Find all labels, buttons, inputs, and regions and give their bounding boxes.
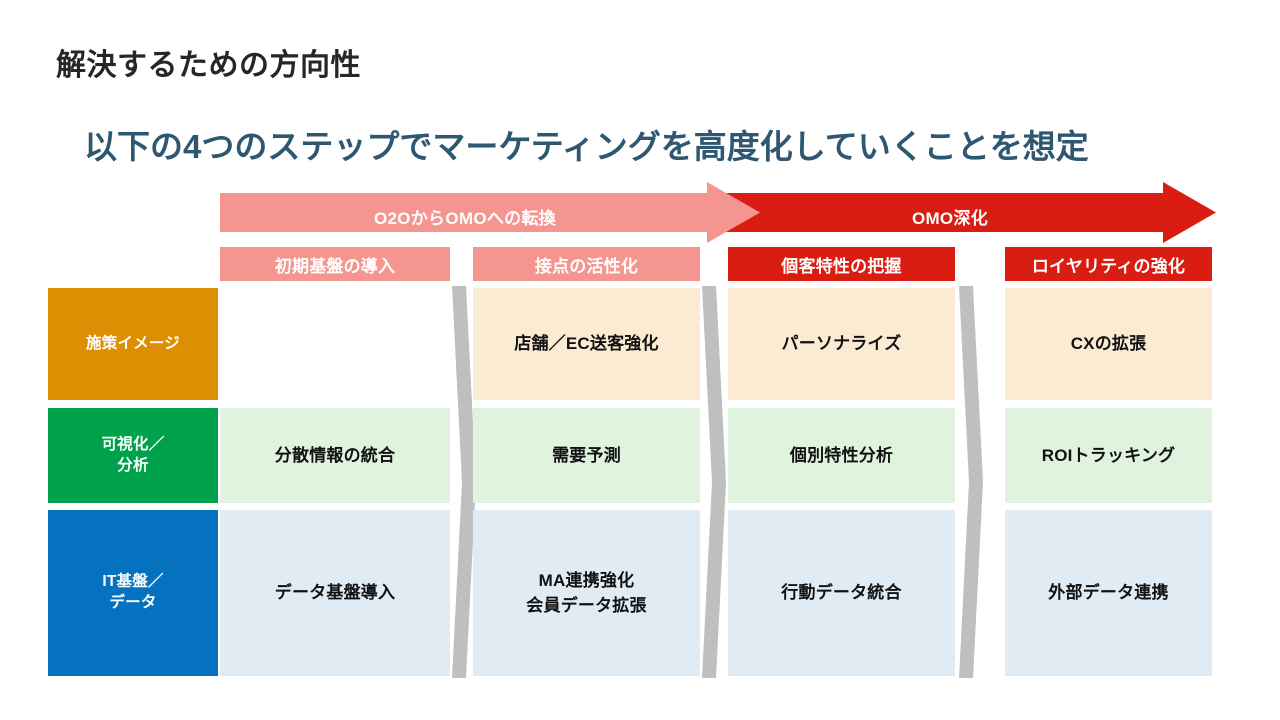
column-separator-chevron-icon-2 — [702, 286, 726, 678]
cell-r1c2[interactable]: 店舗／EC送客強化 — [473, 288, 700, 400]
cell-r3c4[interactable]: 外部データ連携 — [1005, 510, 1212, 676]
cell-r1c1[interactable] — [220, 288, 450, 400]
row-label-visualization-analysis[interactable]: 可視化／ 分析 — [48, 408, 218, 503]
page-title: 解決するための方向性 — [56, 49, 361, 82]
row-label-it-foundation-data-line1: IT基盤／ — [102, 573, 164, 591]
phase-arrow-o2o-to-omo-label: O2OからOMOへの転換 — [373, 209, 557, 228]
cell-r2c2[interactable]: 需要予測 — [473, 408, 700, 503]
cell-r2c4[interactable]: ROIトラッキング — [1005, 408, 1212, 503]
cell-r3c3[interactable]: 行動データ統合 — [728, 510, 955, 676]
column-header-1[interactable]: 初期基盤の導入 — [220, 247, 450, 281]
phase-arrow-omo-deepening-label: OMO深化 — [911, 209, 989, 228]
cell-r3c1[interactable]: データ基盤導入 — [220, 510, 450, 676]
row-label-visualization-analysis-line1: 可視化／ — [101, 435, 165, 453]
column-header-4[interactable]: ロイヤリティの強化 — [1005, 247, 1212, 281]
cell-r3c2-line1: MA連携強化 — [538, 570, 635, 590]
cell-r3c2[interactable]: MA連携強化 会員データ拡張 — [473, 510, 700, 676]
cell-r2c1[interactable]: 分散情報の統合 — [220, 408, 450, 503]
cell-r1c4[interactable]: CXの拡張 — [1005, 288, 1212, 400]
column-header-2[interactable]: 接点の活性化 — [473, 247, 700, 281]
cell-r1c3[interactable]: パーソナライズ — [728, 288, 955, 400]
page-subtitle: 以下の4つのステップでマーケティングを高度化していくことを想定 — [84, 128, 1089, 165]
row-label-measures[interactable]: 施策イメージ — [48, 288, 218, 400]
column-separator-chevron-icon-3 — [959, 286, 983, 678]
cell-r3c2-line2: 会員データ拡張 — [526, 596, 647, 615]
cell-r2c3[interactable]: 個別特性分析 — [728, 408, 955, 503]
row-label-it-foundation-data-line2: データ — [109, 594, 157, 611]
row-label-it-foundation-data[interactable]: IT基盤／ データ — [48, 510, 218, 676]
row-label-visualization-analysis-line2: 分析 — [117, 456, 149, 474]
column-header-3[interactable]: 個客特性の把握 — [728, 247, 955, 281]
